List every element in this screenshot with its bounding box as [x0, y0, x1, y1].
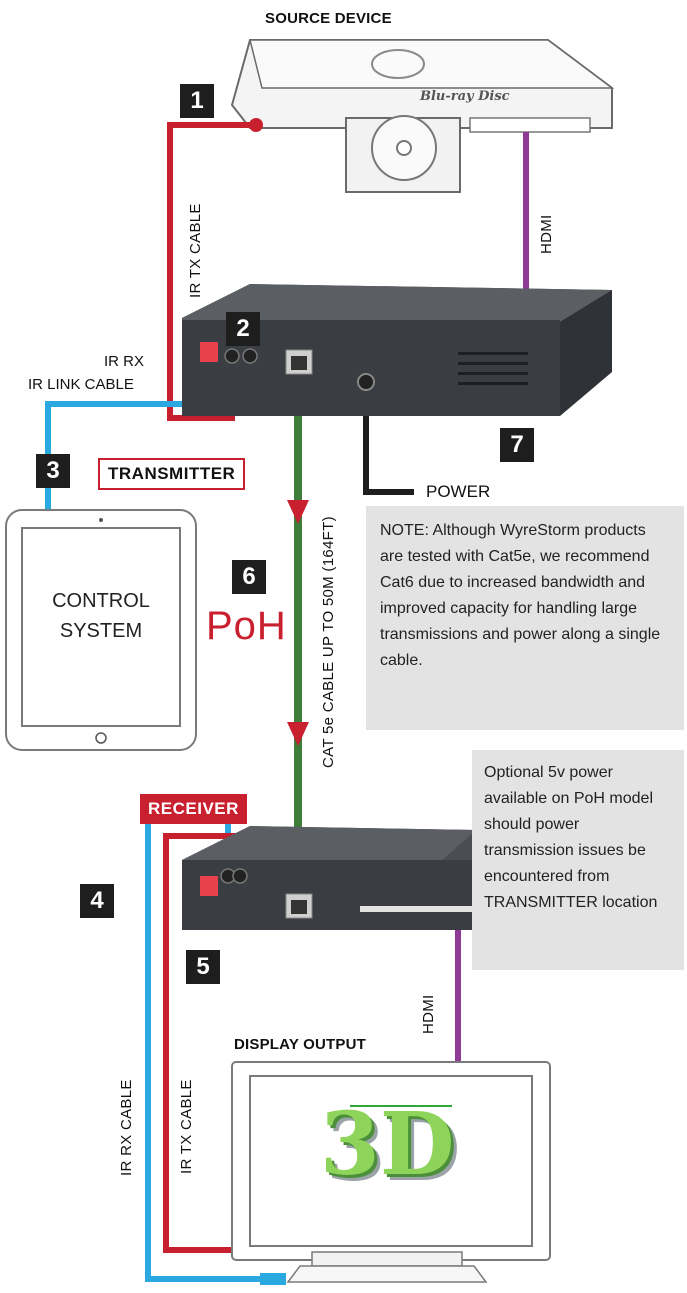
source-device-title: SOURCE DEVICE [265, 10, 392, 27]
badge-1: 1 [180, 84, 214, 118]
badge-2: 2 [226, 312, 260, 346]
hdmi-label-top: HDMI [538, 214, 555, 254]
display-output-tv [231, 1061, 551, 1283]
power-note: Optional 5v power available on PoH model… [472, 750, 684, 970]
ir-rx-cable-label-bottom: IR RX CABLE [118, 1079, 135, 1176]
control-system-line2: SYSTEM [59, 620, 143, 642]
badge-6: 6 [232, 560, 266, 594]
control-system-label: CONTROL SYSTEM [28, 586, 174, 646]
ir-tx-cable-label-top: IR TX CABLE [187, 203, 204, 298]
badge-4: 4 [80, 884, 114, 918]
screen-3d-text: 3D [320, 1094, 455, 1195]
badge-7: 7 [500, 428, 534, 462]
cat-cable-note: NOTE: Although WyreStorm products are te… [366, 506, 684, 730]
source-device-bluray: Blu-ray Disc [230, 39, 615, 193]
ir-link-cable-label: IR LINK CABLE [28, 376, 134, 393]
transmitter-tag: TRANSMITTER [98, 458, 246, 490]
control-system-line1: CONTROL [52, 590, 150, 612]
ir-rx-label: IR RX [104, 353, 145, 370]
cat-cable-label: CAT 5e CABLE UP TO 50M (164FT) [320, 516, 337, 768]
transmitter-device [182, 284, 612, 416]
control-system-tablet [5, 509, 197, 751]
badge-3: 3 [36, 454, 70, 488]
svg-text:Blu-ray Disc: Blu-ray Disc [419, 89, 510, 104]
power-cable [363, 410, 414, 495]
arrow-down-icon [287, 722, 309, 746]
receiver-device [182, 826, 476, 930]
badge-5: 5 [186, 950, 220, 984]
receiver-tag: RECEIVER [140, 794, 247, 824]
hdmi-label-bottom: HDMI [420, 994, 437, 1034]
display-output-title: DISPLAY OUTPUT [234, 1036, 366, 1053]
poh-logo: PoH [206, 604, 287, 648]
ir-tx-cable-label-bottom: IR TX CABLE [178, 1079, 195, 1174]
arrow-down-icon [287, 500, 309, 524]
power-label: POWER [426, 482, 491, 501]
